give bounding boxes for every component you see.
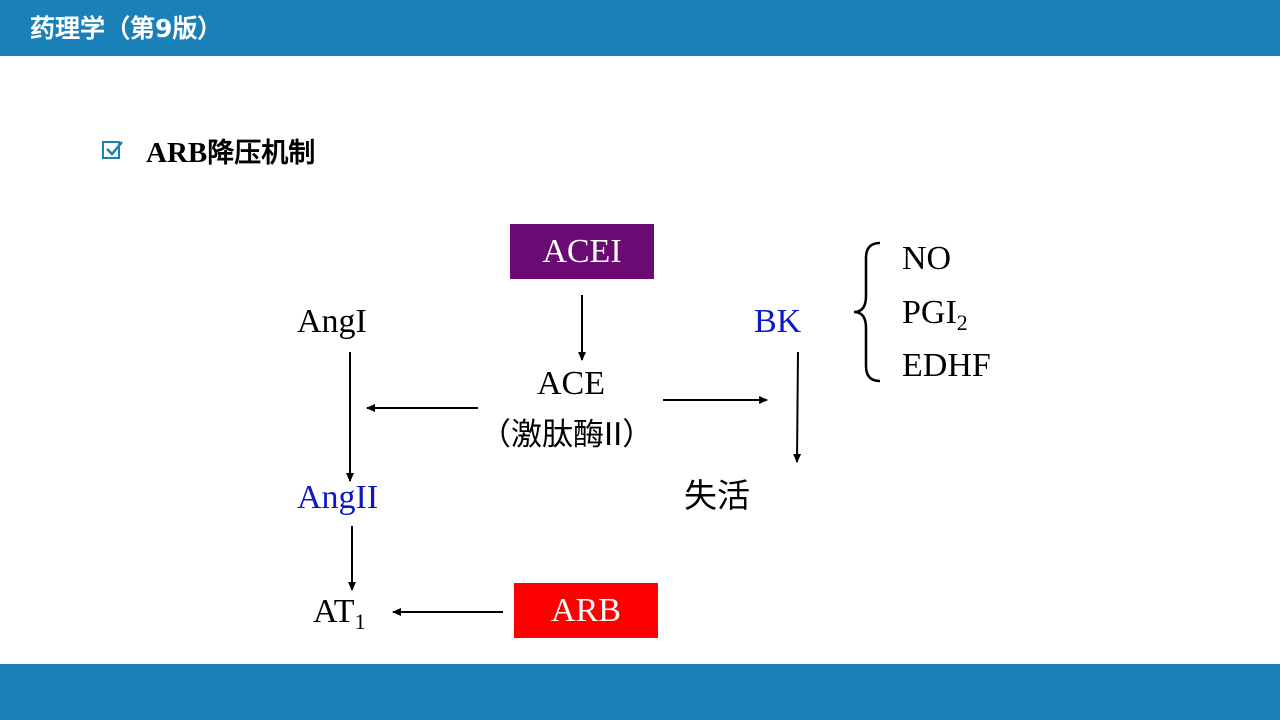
ace-label: ACE: [537, 365, 605, 402]
arb-label: ARB: [551, 591, 621, 629]
angii-label: AngII: [297, 479, 379, 516]
acei-label: ACEI: [542, 232, 622, 270]
heading-text: ARB降压机制: [146, 131, 315, 170]
slide-heading: ARB降压机制: [102, 130, 315, 170]
inactive-label: 失活: [684, 476, 750, 515]
angi-label: AngI: [297, 303, 367, 340]
top-banner: 药理学（第9版）: [0, 0, 1280, 56]
heading-prefix: ARB: [146, 136, 208, 169]
book-title: 药理学（第9版）: [30, 14, 223, 43]
ace-subtitle: （激肽酶II）: [480, 418, 653, 452]
at1-label: AT1: [313, 593, 366, 633]
edhf-label: EDHF: [902, 347, 991, 384]
pgi2-label: PGI2: [902, 294, 968, 334]
bottom-banner: [0, 664, 1280, 720]
at1-base: AT: [313, 593, 355, 630]
acei-box: ACEI: [510, 224, 654, 279]
at1-subscript: 1: [354, 609, 366, 634]
kininase-label: （激肽酶II）: [480, 417, 654, 453]
checkmark-icon: [106, 141, 123, 156]
arrow-bk-to-inactive: [793, 351, 802, 463]
no-label: NO: [902, 240, 952, 277]
checkbox-icon: [102, 141, 123, 159]
heading-label: 降压机制: [207, 137, 316, 169]
pgi-subscript: 2: [956, 310, 968, 335]
pgi-base: PGI: [902, 294, 957, 331]
bk-label: BK: [754, 303, 802, 340]
brace-icon: [853, 241, 881, 383]
arb-box: ARB: [514, 583, 658, 638]
